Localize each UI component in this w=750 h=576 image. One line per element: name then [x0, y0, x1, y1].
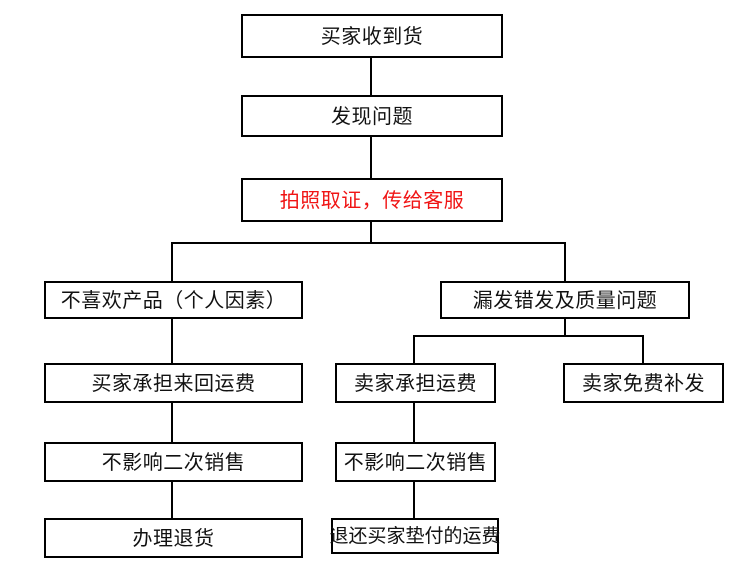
- node-seller-pays-shipping[interactable]: 卖家承担运费: [335, 363, 496, 403]
- node-buyer-pays-round-trip-shipping[interactable]: 买家承担来回运费: [44, 363, 303, 403]
- node-missing-wrong-quality-issue[interactable]: 漏发错发及质量问题: [440, 281, 690, 319]
- connector-n10-n12: [413, 482, 415, 519]
- connector-bus-to-n8: [642, 335, 644, 364]
- node-refund-buyer-advanced-shipping[interactable]: 退还买家垫付的运费: [330, 518, 501, 554]
- node-no-impact-resale-middle[interactable]: 不影响二次销售: [335, 442, 496, 482]
- connector-n9-n11: [171, 482, 173, 519]
- node-no-impact-resale-left[interactable]: 不影响二次销售: [44, 442, 303, 482]
- node-process-return[interactable]: 办理退货: [44, 518, 303, 558]
- connector-bus-to-n4: [171, 242, 173, 282]
- connector-n7-n10: [413, 403, 415, 443]
- node-dislike-product-personal-reason[interactable]: 不喜欢产品（个人因素）: [44, 281, 303, 319]
- connector-row4-bus: [171, 242, 566, 244]
- connector-n5-stem: [564, 319, 566, 337]
- connector-row5-bus: [413, 335, 644, 337]
- node-buyer-received-goods[interactable]: 买家收到货: [241, 14, 503, 58]
- connector-n4-n6: [171, 319, 173, 364]
- connector-bus-to-n7: [413, 335, 415, 364]
- connector-bus-to-n5: [564, 242, 566, 282]
- connector-n2-n3: [370, 137, 372, 178]
- connector-n3-stem: [370, 222, 372, 244]
- node-problem-found[interactable]: 发现问题: [241, 95, 503, 137]
- connector-n6-n9: [171, 403, 173, 443]
- node-seller-free-reshipment[interactable]: 卖家免费补发: [563, 363, 724, 403]
- connector-n1-n2: [370, 58, 372, 95]
- node-photo-evidence-send-support[interactable]: 拍照取证，传给客服: [241, 178, 503, 222]
